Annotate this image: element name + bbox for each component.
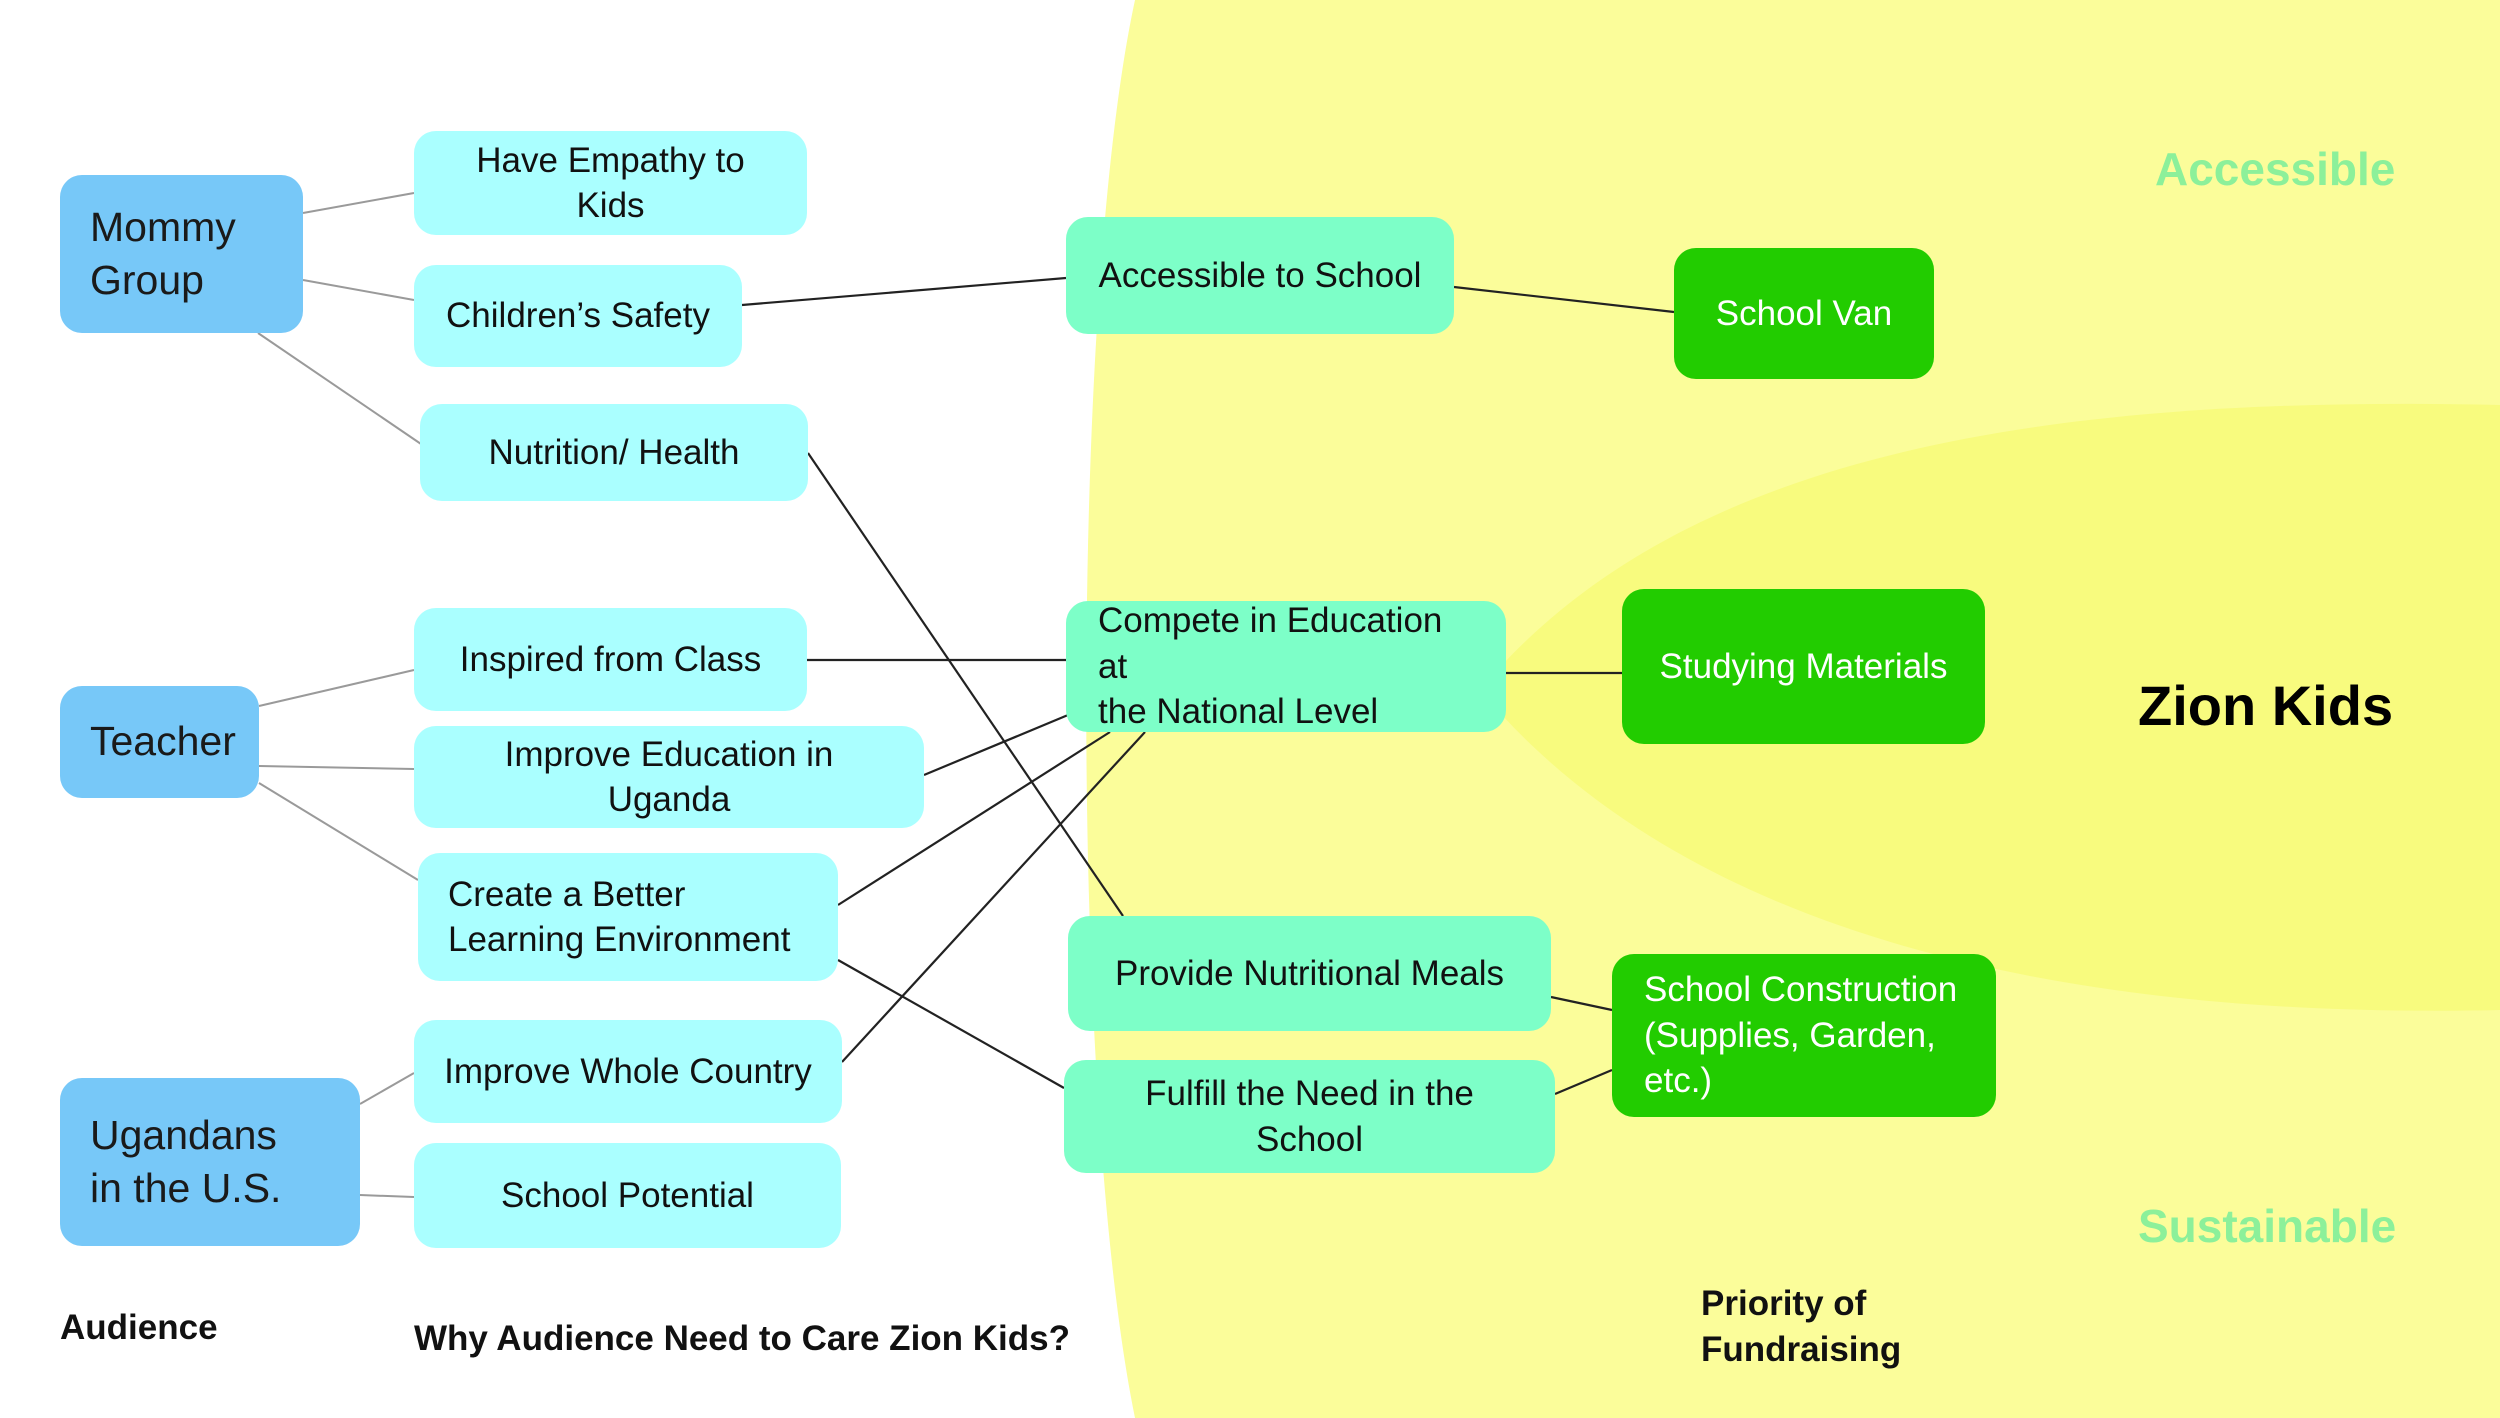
connector-mommy-to-nutrition [257,332,422,445]
reason-node-school-potential[interactable]: School Potential [414,1143,841,1248]
goal-node-fulfill[interactable]: Fulfill the Need in the School [1064,1060,1555,1173]
connector-teacher-to-improve_edu [258,765,415,770]
reason-label: Children’s Safety [446,296,710,336]
connector-ugandans-to-whole_country [359,1072,415,1105]
goal-label: Fulfill the Need in the School [1145,1074,1474,1159]
connector-meals-to-construction [1550,995,1613,1012]
audience-node-ugandans[interactable]: Ugandans in the U.S. [60,1078,360,1246]
column-label-why: Why Audience Need to Care Zion Kids? [414,1319,1070,1358]
priority-node-school-construction[interactable]: School Construction (Supplies, Garden, e… [1612,954,1996,1117]
priority-label: School Construction (Supplies, Garden, e… [1644,970,1958,1101]
zone-label-accessible: Accessible [2155,143,2396,195]
connector-safety-to-accessible [741,276,1067,307]
goal-label: Compete in Education at the National Lev… [1098,601,1443,732]
audience-label: Mommy Group [90,203,236,303]
goal-node-compete[interactable]: Compete in Education at the National Lev… [1066,601,1506,732]
audience-label: Teacher [90,718,236,765]
connector-teacher-to-better_env [258,782,419,881]
priority-node-studying-materials[interactable]: Studying Materials [1622,589,1985,744]
reason-label: Create a Better Learning Environment [448,874,791,960]
reason-label: Improve Education in Uganda [504,734,834,820]
connector-fulfill-to-construction [1554,1068,1613,1096]
connector-better_env-to-compete [837,731,1111,906]
column-label-audience: Audience [60,1308,218,1347]
reason-node-whole-country[interactable]: Improve Whole Country [414,1020,842,1123]
audience-node-mommy[interactable]: Mommy Group [60,175,303,333]
connector-teacher-to-inspired [258,669,415,707]
connector-improve_edu-to-compete [923,713,1069,777]
connector-nutrition-to-meals [807,452,1124,917]
goal-node-meals[interactable]: Provide Nutritional Meals [1068,916,1551,1031]
reason-node-improve-education[interactable]: Improve Education in Uganda [414,726,924,828]
connector-accessible-to-van [1453,285,1675,314]
reason-label: School Potential [501,1175,754,1215]
reason-node-better-environment[interactable]: Create a Better Learning Environment [418,853,838,981]
goal-node-accessible[interactable]: Accessible to School [1066,217,1454,334]
reason-node-nutrition[interactable]: Nutrition/ Health [420,404,808,501]
column-label-priority: Priority of Fundraising [1701,1284,1902,1369]
zone-label-sustainable: Sustainable [2138,1200,2397,1252]
connector-whole_country-to-compete [841,731,1146,1063]
reason-node-inspired[interactable]: Inspired from Class [414,608,807,711]
connector-mommy-to-safety [302,279,415,301]
reason-label: Inspired from Class [459,639,762,679]
reason-node-empathy[interactable]: Have Empathy to Kids [414,131,807,235]
goal-label: Accessible to School [1098,255,1422,295]
connector-better_env-to-fulfill [837,959,1065,1089]
reason-label: Have Empathy to Kids [476,140,745,226]
audience-label: Ugandans in the U.S. [90,1111,282,1211]
reason-label: Nutrition/ Health [488,432,740,472]
connector-mommy-to-empathy [302,192,415,214]
priority-label: School Van [1715,293,1893,333]
goal-label: Provide Nutritional Meals [1114,953,1505,993]
reason-node-safety[interactable]: Children’s Safety [414,265,742,367]
connector-ugandans-to-school_potential [359,1194,415,1198]
inner-zone [1480,403,2500,1011]
reason-label: Improve Whole Country [444,1051,812,1091]
center-title: Zion Kids [2138,674,2394,737]
priority-node-school-van[interactable]: School Van [1674,248,1934,379]
audience-node-teacher[interactable]: Teacher [60,686,259,798]
priority-label: Studying Materials [1659,646,1948,686]
